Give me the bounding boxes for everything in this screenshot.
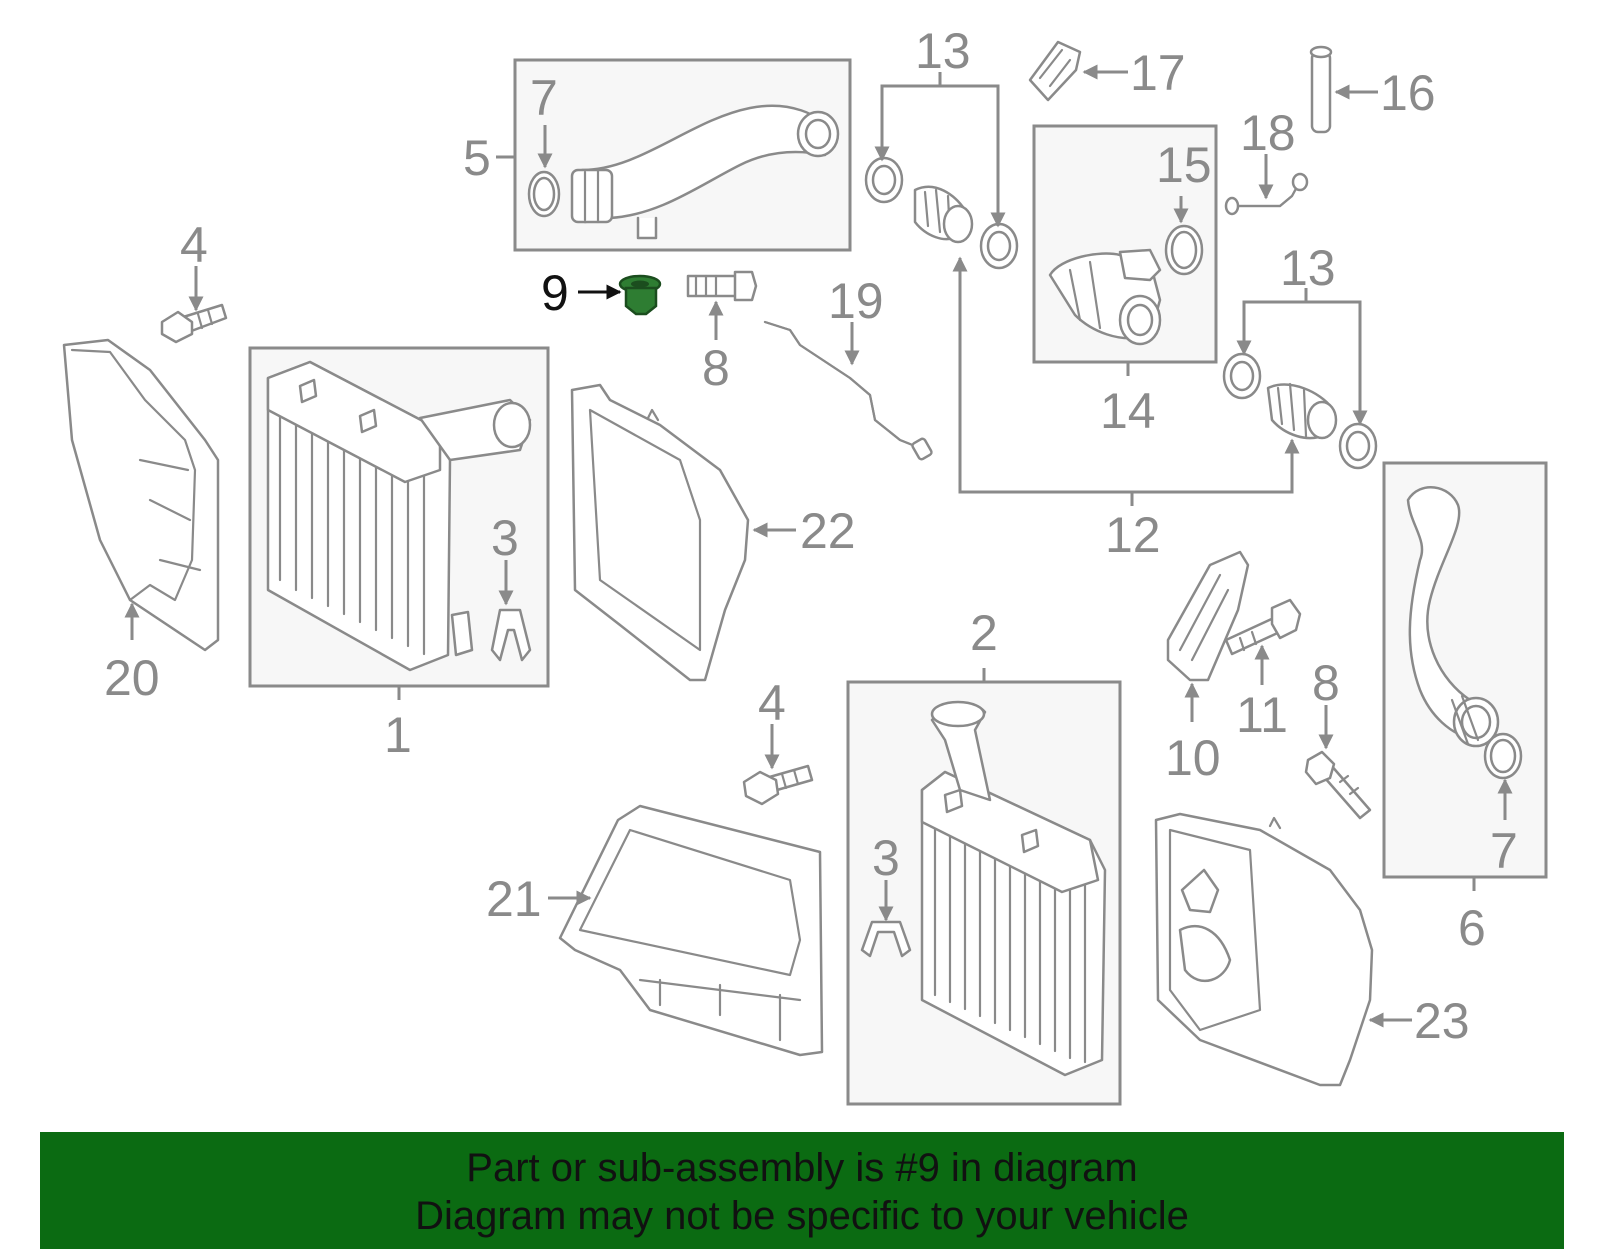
part-4-bolt-upper bbox=[160, 303, 228, 344]
info-banner: Part or sub-assembly is #9 in diagram Di… bbox=[40, 1132, 1564, 1249]
part-8-bolt-lower bbox=[1304, 750, 1372, 820]
callout-10: 10 bbox=[1165, 730, 1221, 786]
group-2-intercooler-right bbox=[846, 680, 1122, 1106]
callout-13a: 13 bbox=[915, 23, 971, 79]
part-3-clip-lower bbox=[860, 920, 912, 958]
part-18-hose bbox=[1224, 172, 1309, 216]
callout-3b: 3 bbox=[872, 830, 900, 886]
callout-3a: 3 bbox=[491, 510, 519, 566]
group-1-intercooler-left bbox=[248, 346, 550, 688]
parts-diagram: 5 7 9 8 4 20 bbox=[62, 23, 1548, 1106]
group-6-intake-pipe-right bbox=[1382, 461, 1548, 879]
callout-4b: 4 bbox=[758, 675, 786, 731]
part-16-pin bbox=[1309, 45, 1333, 134]
callout-23: 23 bbox=[1414, 993, 1470, 1049]
group-13-lower-clamps-hose bbox=[1222, 352, 1378, 470]
callout-18: 18 bbox=[1240, 105, 1296, 161]
callout-5: 5 bbox=[463, 130, 491, 186]
callout-7a: 7 bbox=[530, 70, 558, 126]
callout-12: 12 bbox=[1105, 507, 1161, 563]
part-21-air-guide bbox=[558, 804, 824, 1057]
callout-13b: 13 bbox=[1280, 240, 1336, 296]
banner-line-1: Part or sub-assembly is #9 in diagram bbox=[466, 1146, 1138, 1190]
group-14-throttle-body bbox=[1032, 124, 1218, 364]
group-13-top-clamps-hose bbox=[864, 156, 1019, 270]
banner-line-2: Diagram may not be specific to your vehi… bbox=[415, 1194, 1189, 1238]
callout-15: 15 bbox=[1156, 137, 1212, 193]
callout-2: 2 bbox=[970, 605, 998, 661]
part-4-bolt-middle bbox=[742, 764, 814, 806]
part-17-clip bbox=[1028, 40, 1082, 102]
part-8-bolt-upper bbox=[686, 270, 758, 302]
callout-20: 20 bbox=[104, 650, 160, 706]
part-19-hose bbox=[763, 320, 933, 461]
callout-14: 14 bbox=[1100, 383, 1156, 439]
group-5-intake-pipe bbox=[513, 58, 852, 252]
callout-11: 11 bbox=[1236, 687, 1288, 743]
callout-16: 16 bbox=[1380, 65, 1436, 121]
callout-17: 17 bbox=[1130, 45, 1186, 101]
callout-19: 19 bbox=[828, 273, 884, 329]
callout-6: 6 bbox=[1458, 900, 1486, 956]
part-10-bracket bbox=[1166, 550, 1250, 682]
callout-4a: 4 bbox=[180, 217, 208, 273]
callout-7b: 7 bbox=[1490, 823, 1518, 879]
callout-9: 9 bbox=[541, 265, 569, 321]
callout-22: 22 bbox=[800, 503, 856, 559]
part-11-bolt bbox=[1224, 598, 1302, 656]
part-9-highlighted bbox=[618, 274, 662, 316]
part-20-air-guide bbox=[62, 338, 220, 652]
callout-8a: 8 bbox=[702, 340, 730, 396]
callout-1: 1 bbox=[384, 707, 412, 763]
part-23-shroud bbox=[1154, 812, 1374, 1087]
callout-8b: 8 bbox=[1312, 655, 1340, 711]
part-22-shroud bbox=[570, 383, 750, 682]
callout-21: 21 bbox=[486, 871, 542, 927]
